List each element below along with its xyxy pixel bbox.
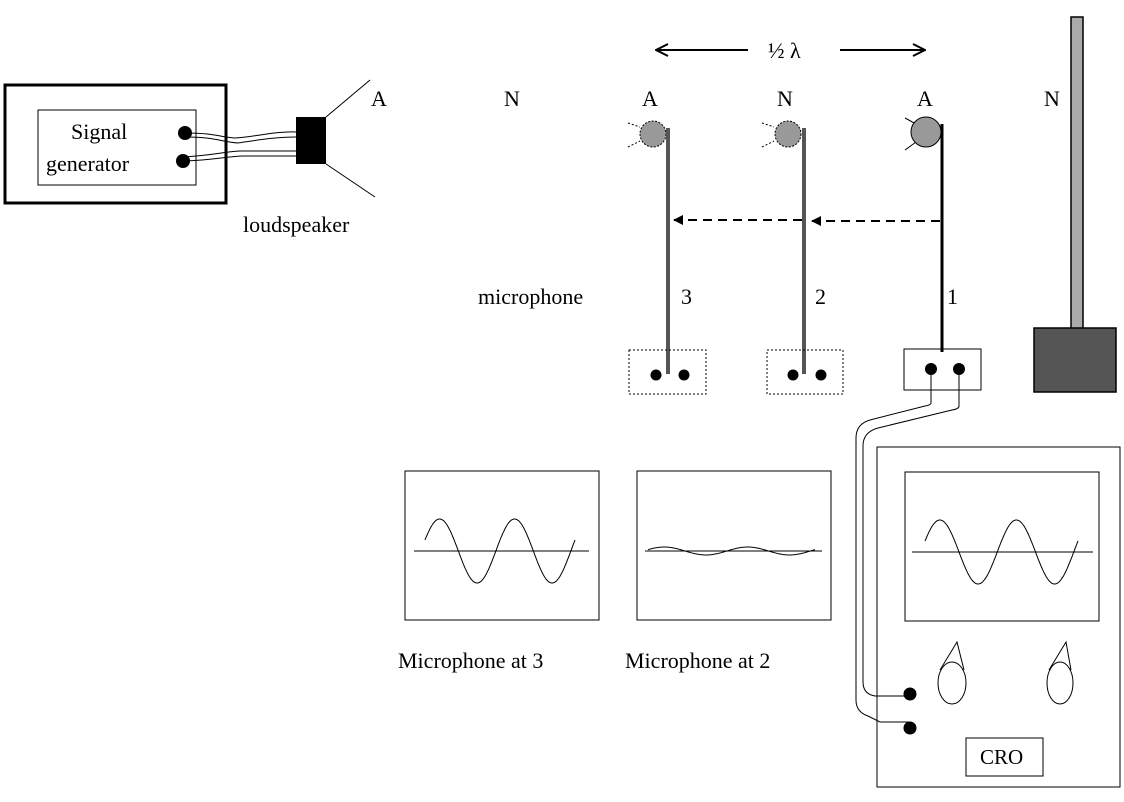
signal-generator-outer-box — [3, 83, 228, 205]
node-antinode-labels: A N A N A N — [371, 86, 1060, 111]
cro-trace — [924, 519, 1079, 585]
trace-caption: Microphone at 3 — [398, 648, 543, 673]
microphone-position-1: 1 — [903, 116, 982, 391]
microphone-base — [766, 349, 844, 395]
loudspeaker-label: loudspeaker — [243, 212, 350, 237]
microphone-head — [639, 120, 667, 148]
half-wavelength-indicator: ½ λ — [656, 38, 925, 63]
loudspeaker-body — [296, 117, 326, 164]
position-number: 3 — [681, 284, 692, 309]
cro-cables — [855, 369, 960, 723]
trace-screen — [404, 470, 600, 621]
trace-microphone-3: Microphone at 3 — [398, 470, 600, 673]
cro-input-terminal — [903, 687, 917, 701]
cro-case — [876, 446, 1121, 788]
reflector-rod — [1070, 16, 1084, 331]
microphone-base — [903, 348, 982, 391]
signal-generator: Signal generator — [3, 83, 228, 205]
reflector-base — [1033, 327, 1117, 393]
loudspeaker: loudspeaker — [243, 79, 376, 237]
antinode-label: A — [642, 86, 658, 111]
cro-screen — [904, 471, 1100, 622]
loudspeaker-cone-bottom — [325, 163, 376, 198]
cro-label: CRO — [980, 745, 1023, 769]
microphone-head — [910, 116, 942, 148]
signal-generator-inner-panel — [37, 109, 197, 186]
cro-knob-left[interactable] — [937, 640, 967, 705]
trace-microphone-2: Microphone at 2 — [625, 470, 832, 673]
generator-speaker-wires — [182, 131, 298, 162]
signal-generator-label-line1: Signal — [71, 119, 127, 144]
trace-screen — [636, 470, 832, 621]
trace-caption: Microphone at 2 — [625, 648, 770, 673]
cro-knob-right[interactable] — [1046, 640, 1074, 705]
cro: CRO — [876, 446, 1121, 788]
movement-arrows — [673, 215, 940, 226]
signal-generator-label-line2: generator — [46, 151, 130, 176]
microphone-label: microphone — [478, 284, 583, 309]
position-number: 1 — [947, 284, 958, 309]
microphone-base — [628, 349, 707, 395]
half-wavelength-label: ½ λ — [768, 38, 801, 63]
trace-waveform — [424, 518, 576, 584]
reflector-stand — [1033, 16, 1117, 393]
cro-label-box — [965, 737, 1044, 777]
loudspeaker-cone-top — [325, 79, 371, 118]
node-label: N — [1044, 86, 1060, 111]
node-label: N — [504, 86, 520, 111]
antinode-label: A — [917, 86, 933, 111]
microphone-position-2: 2 — [761, 120, 844, 395]
cro-input-terminal — [903, 721, 917, 735]
node-label: N — [777, 86, 793, 111]
microphone-head — [774, 120, 802, 148]
antinode-label: A — [371, 86, 387, 111]
position-number: 2 — [815, 284, 826, 309]
microphone-position-3: 3 — [627, 120, 707, 395]
trace-waveform — [647, 546, 816, 556]
